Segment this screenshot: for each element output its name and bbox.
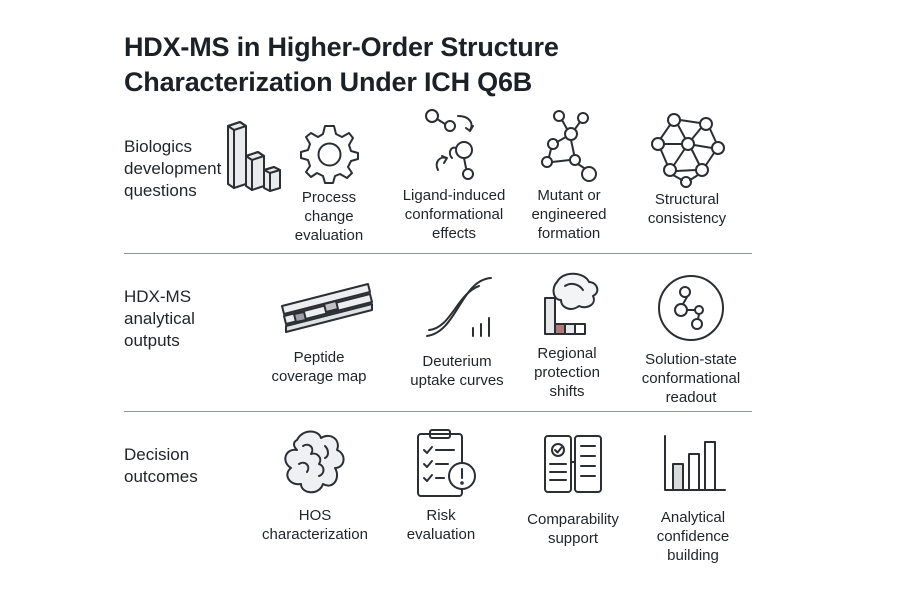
item-hos-characterization: HOS characterization bbox=[250, 424, 380, 544]
hos-protein-icon bbox=[284, 430, 345, 494]
protection-shift-icon bbox=[544, 272, 599, 335]
item-protection-shifts: Regional protection shifts bbox=[502, 268, 632, 401]
row-label-analytical-outputs: HDX-MS analytical outputs bbox=[124, 287, 195, 350]
item-peptide-coverage: Peptide coverage map bbox=[254, 276, 384, 386]
item-structural-consistency: Structural consistency bbox=[622, 110, 752, 228]
item-mutant-formation: Mutant or engineered formation bbox=[504, 104, 634, 243]
item-process-change: Process change evaluation bbox=[264, 118, 394, 245]
item-ligand-effects: Ligand-induced conformational effects bbox=[389, 104, 519, 243]
peptide-coverage-icon bbox=[281, 283, 373, 333]
network-structure-icon bbox=[651, 113, 725, 188]
item-risk-evaluation: Risk evaluation bbox=[376, 424, 506, 544]
page-title: HDX-MS in Higher-Order Structure Charact… bbox=[124, 30, 684, 100]
uptake-curve-icon bbox=[426, 277, 492, 337]
bar-chart-icon bbox=[664, 435, 726, 491]
risk-clipboard-icon bbox=[417, 429, 476, 497]
item-deuterium-uptake: Deuterium uptake curves bbox=[392, 270, 522, 390]
solution-state-icon bbox=[658, 275, 724, 341]
divider-1 bbox=[124, 253, 752, 254]
item-comparability-support: Comparability support bbox=[508, 428, 638, 548]
process-gear-icon bbox=[300, 125, 359, 184]
item-solution-state: Solution-state conformational readout bbox=[626, 270, 756, 407]
title-line-2: Characterization Under ICH Q6B bbox=[124, 67, 533, 97]
divider-2 bbox=[124, 411, 752, 412]
row-label-development-questions: Biologics development questions bbox=[124, 137, 222, 200]
item-analytical-confidence: Analytical confidence building bbox=[628, 430, 758, 565]
title-line-1: HDX-MS in Higher-Order Structure bbox=[124, 32, 559, 62]
mutant-molecule-icon bbox=[541, 110, 597, 182]
ligand-binding-icon bbox=[425, 109, 474, 180]
bar-stack-icon bbox=[227, 121, 281, 192]
row-label-decision-outcomes: Decision outcomes bbox=[124, 445, 198, 486]
comparability-icon bbox=[544, 435, 602, 493]
